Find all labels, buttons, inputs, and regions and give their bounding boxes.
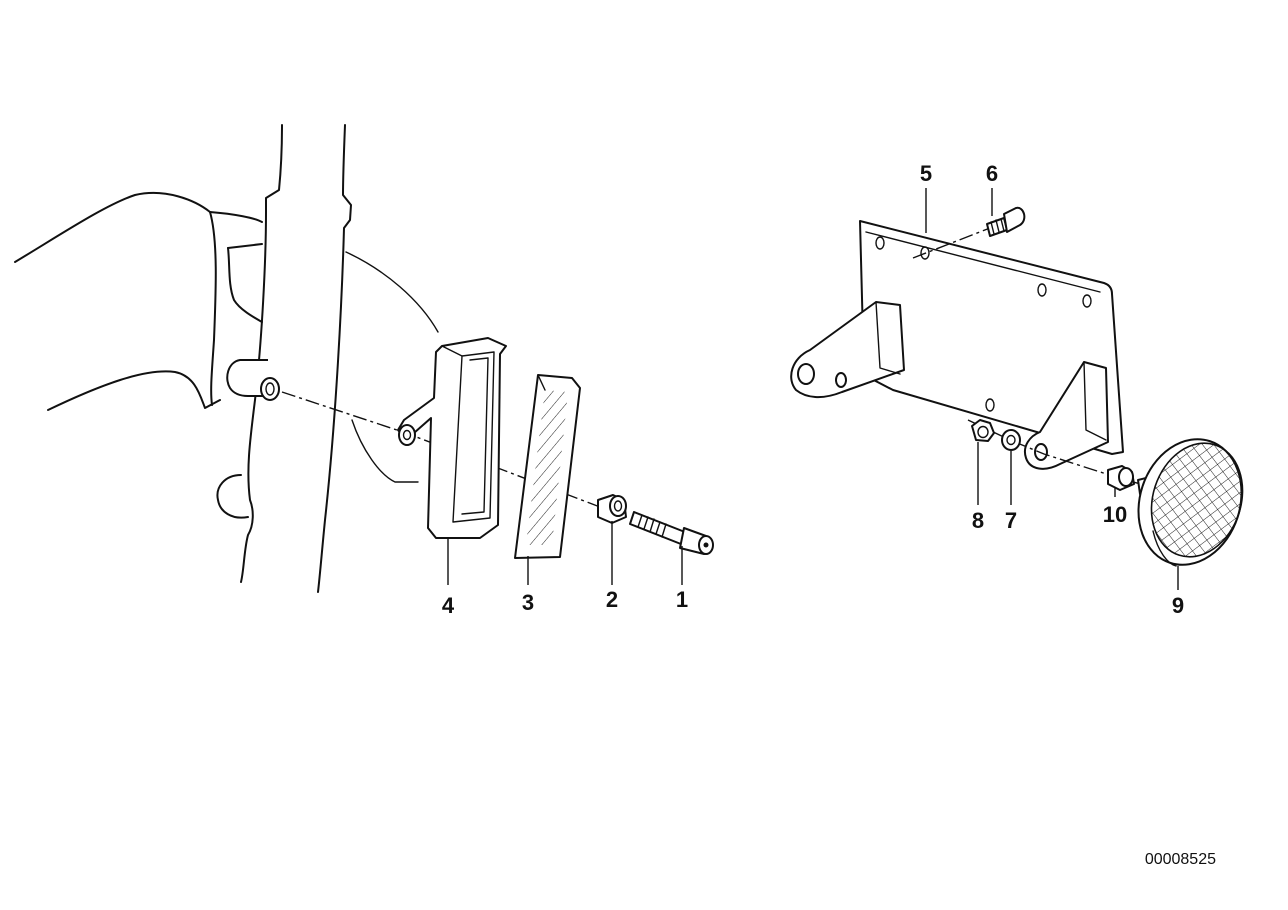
screw bbox=[986, 206, 1026, 237]
callout-part-1: 1 bbox=[676, 587, 688, 612]
reflector-housing bbox=[397, 337, 507, 539]
callout-part-10: 10 bbox=[1103, 502, 1127, 527]
screw-axis bbox=[912, 227, 991, 259]
washer bbox=[1001, 429, 1021, 451]
callout-part-8: 8 bbox=[972, 508, 984, 533]
callout-part-3: 3 bbox=[522, 590, 534, 615]
license-plate-holder bbox=[790, 220, 1124, 470]
callout-part-5: 5 bbox=[920, 161, 932, 186]
drawing-number: 00008525 bbox=[1145, 851, 1216, 868]
callout-part-9: 9 bbox=[1172, 593, 1184, 618]
callout-leaders bbox=[447, 188, 1179, 590]
round-reflector bbox=[1137, 438, 1244, 567]
side-reflector-lens bbox=[514, 374, 581, 559]
callout-part-6: 6 bbox=[986, 161, 998, 186]
sleeve-nut bbox=[1107, 465, 1135, 491]
callout-part-2: 2 bbox=[606, 587, 618, 612]
hex-bolt bbox=[629, 511, 714, 555]
callout-part-7: 7 bbox=[1005, 508, 1017, 533]
callout-part-4: 4 bbox=[442, 593, 455, 618]
fork-and-fender-outline bbox=[14, 124, 439, 593]
hex-nut bbox=[971, 419, 995, 442]
spacer-sleeve bbox=[597, 494, 627, 524]
